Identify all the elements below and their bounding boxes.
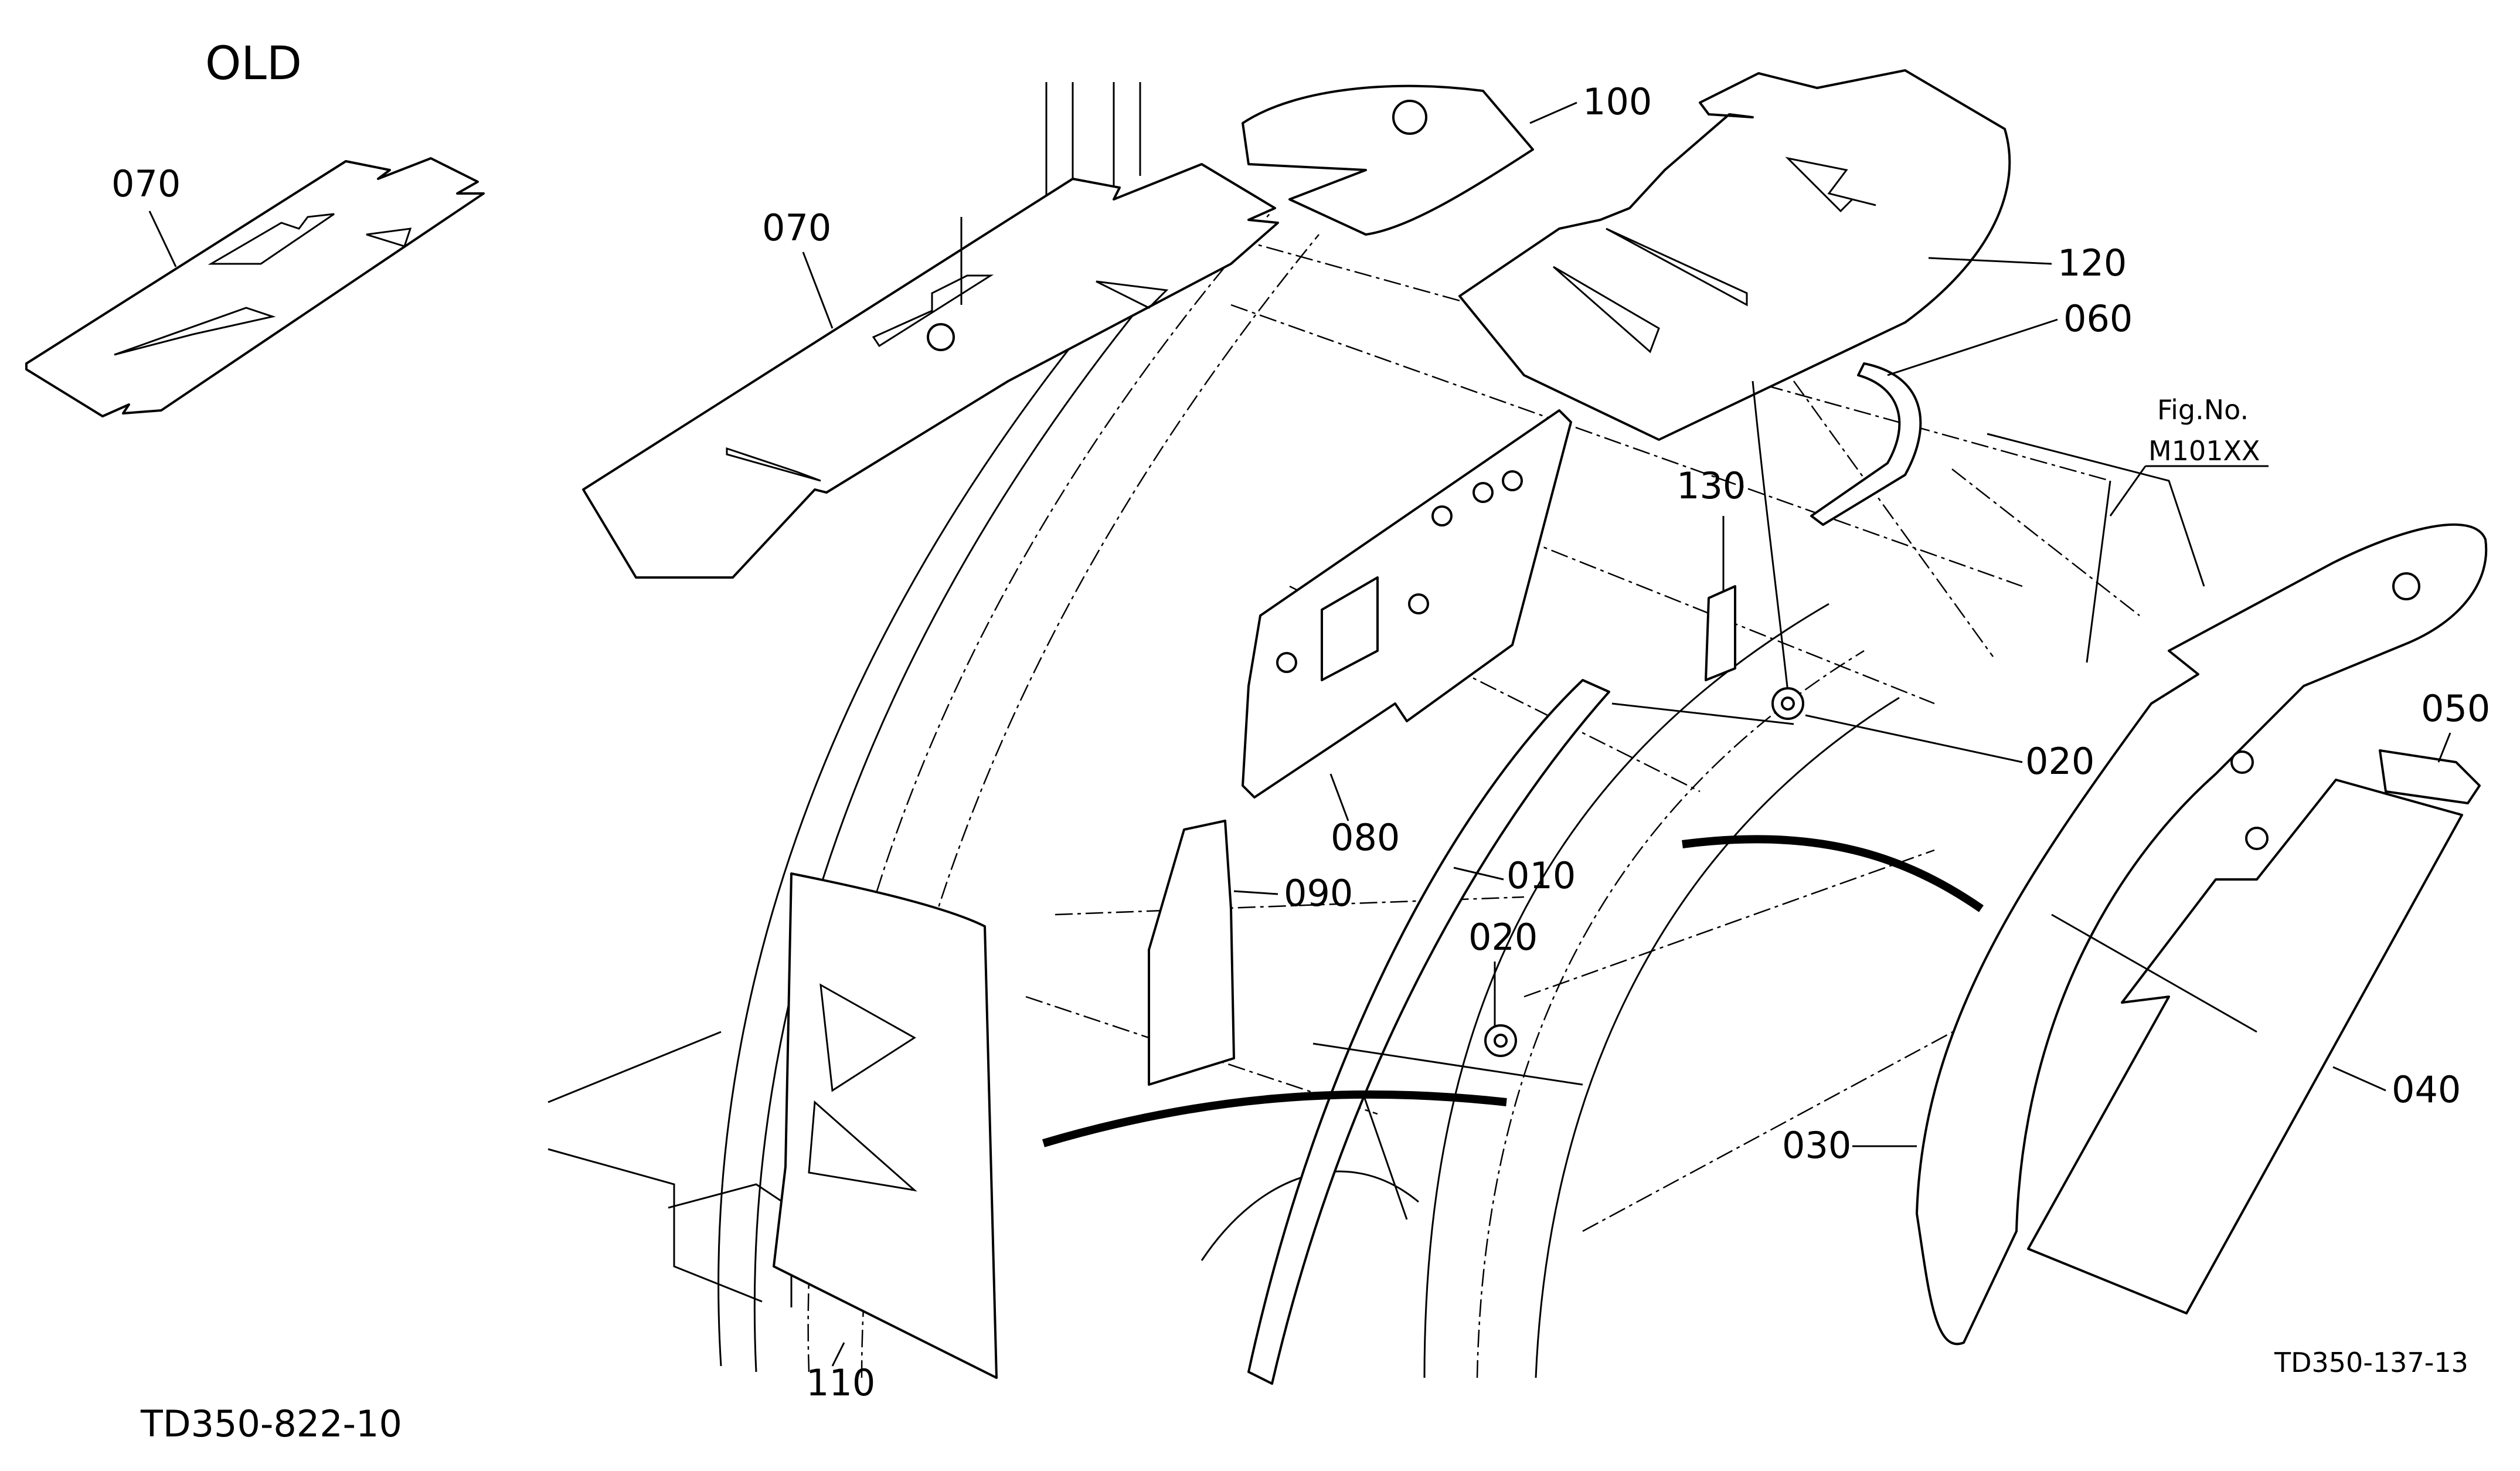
callout-110: 110: [806, 1361, 875, 1404]
callout-130: 130: [1676, 464, 1746, 507]
drawing-id-left: TD350-822-10: [140, 1402, 402, 1445]
callout-030: 030: [1782, 1124, 1851, 1167]
callout-070-new: 070: [762, 206, 831, 249]
assembly-line-040: [2051, 913, 2257, 1033]
bolt-020-upper: [1771, 687, 1804, 720]
leader-080: [1329, 773, 1349, 821]
leader-090: [1233, 890, 1278, 895]
assembly-arrow-left: [1042, 1090, 1507, 1147]
part-110: [773, 872, 998, 1379]
callout-020-upper: 020: [2025, 740, 2094, 783]
part-100: [1242, 84, 1534, 236]
leader-070-new: [802, 252, 834, 329]
part-090: [1148, 820, 1235, 1086]
drawing-id-right: TD350-137-13: [2274, 1347, 2468, 1378]
leader-070-old: [148, 210, 177, 267]
callout-040: 040: [2392, 1068, 2461, 1111]
callout-100: 100: [1583, 80, 1652, 123]
leader-050: [2437, 732, 2451, 763]
callout-010: 010: [1506, 854, 1576, 897]
part-130: [1705, 585, 1736, 681]
fig-no-label: Fig.No.: [2157, 394, 2249, 426]
part-040: [2027, 779, 2463, 1314]
callout-090: 090: [1284, 872, 1353, 915]
leader-100: [1529, 101, 1577, 124]
bolt-020-lower: [1484, 1024, 1517, 1057]
old-part-070: [25, 157, 485, 417]
leader-010: [1453, 867, 1504, 881]
leader-060: [1887, 318, 2058, 376]
leader-120: [1928, 257, 2052, 265]
callout-020-lower: 020: [1468, 916, 1538, 959]
callout-060: 060: [2063, 297, 2133, 340]
assembly-line-020-upper: [1611, 702, 1794, 725]
part-060: [1810, 362, 1922, 526]
assembly-arrow-right: [1682, 835, 1984, 912]
part-070-new: [582, 163, 1279, 579]
callout-080: 080: [1331, 816, 1400, 859]
fig-no-underline: [2109, 465, 2269, 517]
leader-110: [831, 1342, 845, 1367]
part-080: [1242, 409, 1572, 799]
fig-no-value: M101XX: [2148, 435, 2260, 467]
part-120: [1458, 69, 2011, 441]
part-010: [1247, 679, 1610, 1385]
assembly-line-020-lower: [1312, 1042, 1583, 1086]
old-label: OLD: [205, 38, 302, 90]
part-030: [1916, 523, 2488, 1346]
assembly-line-130: [1752, 381, 1789, 692]
leader-020-upper: [1805, 714, 2023, 763]
part-050: [2379, 749, 2481, 804]
leader-040: [2332, 1066, 2386, 1092]
callout-050: 050: [2421, 687, 2490, 730]
callout-120: 120: [2058, 242, 2127, 284]
callout-070-old: 070: [111, 162, 181, 205]
